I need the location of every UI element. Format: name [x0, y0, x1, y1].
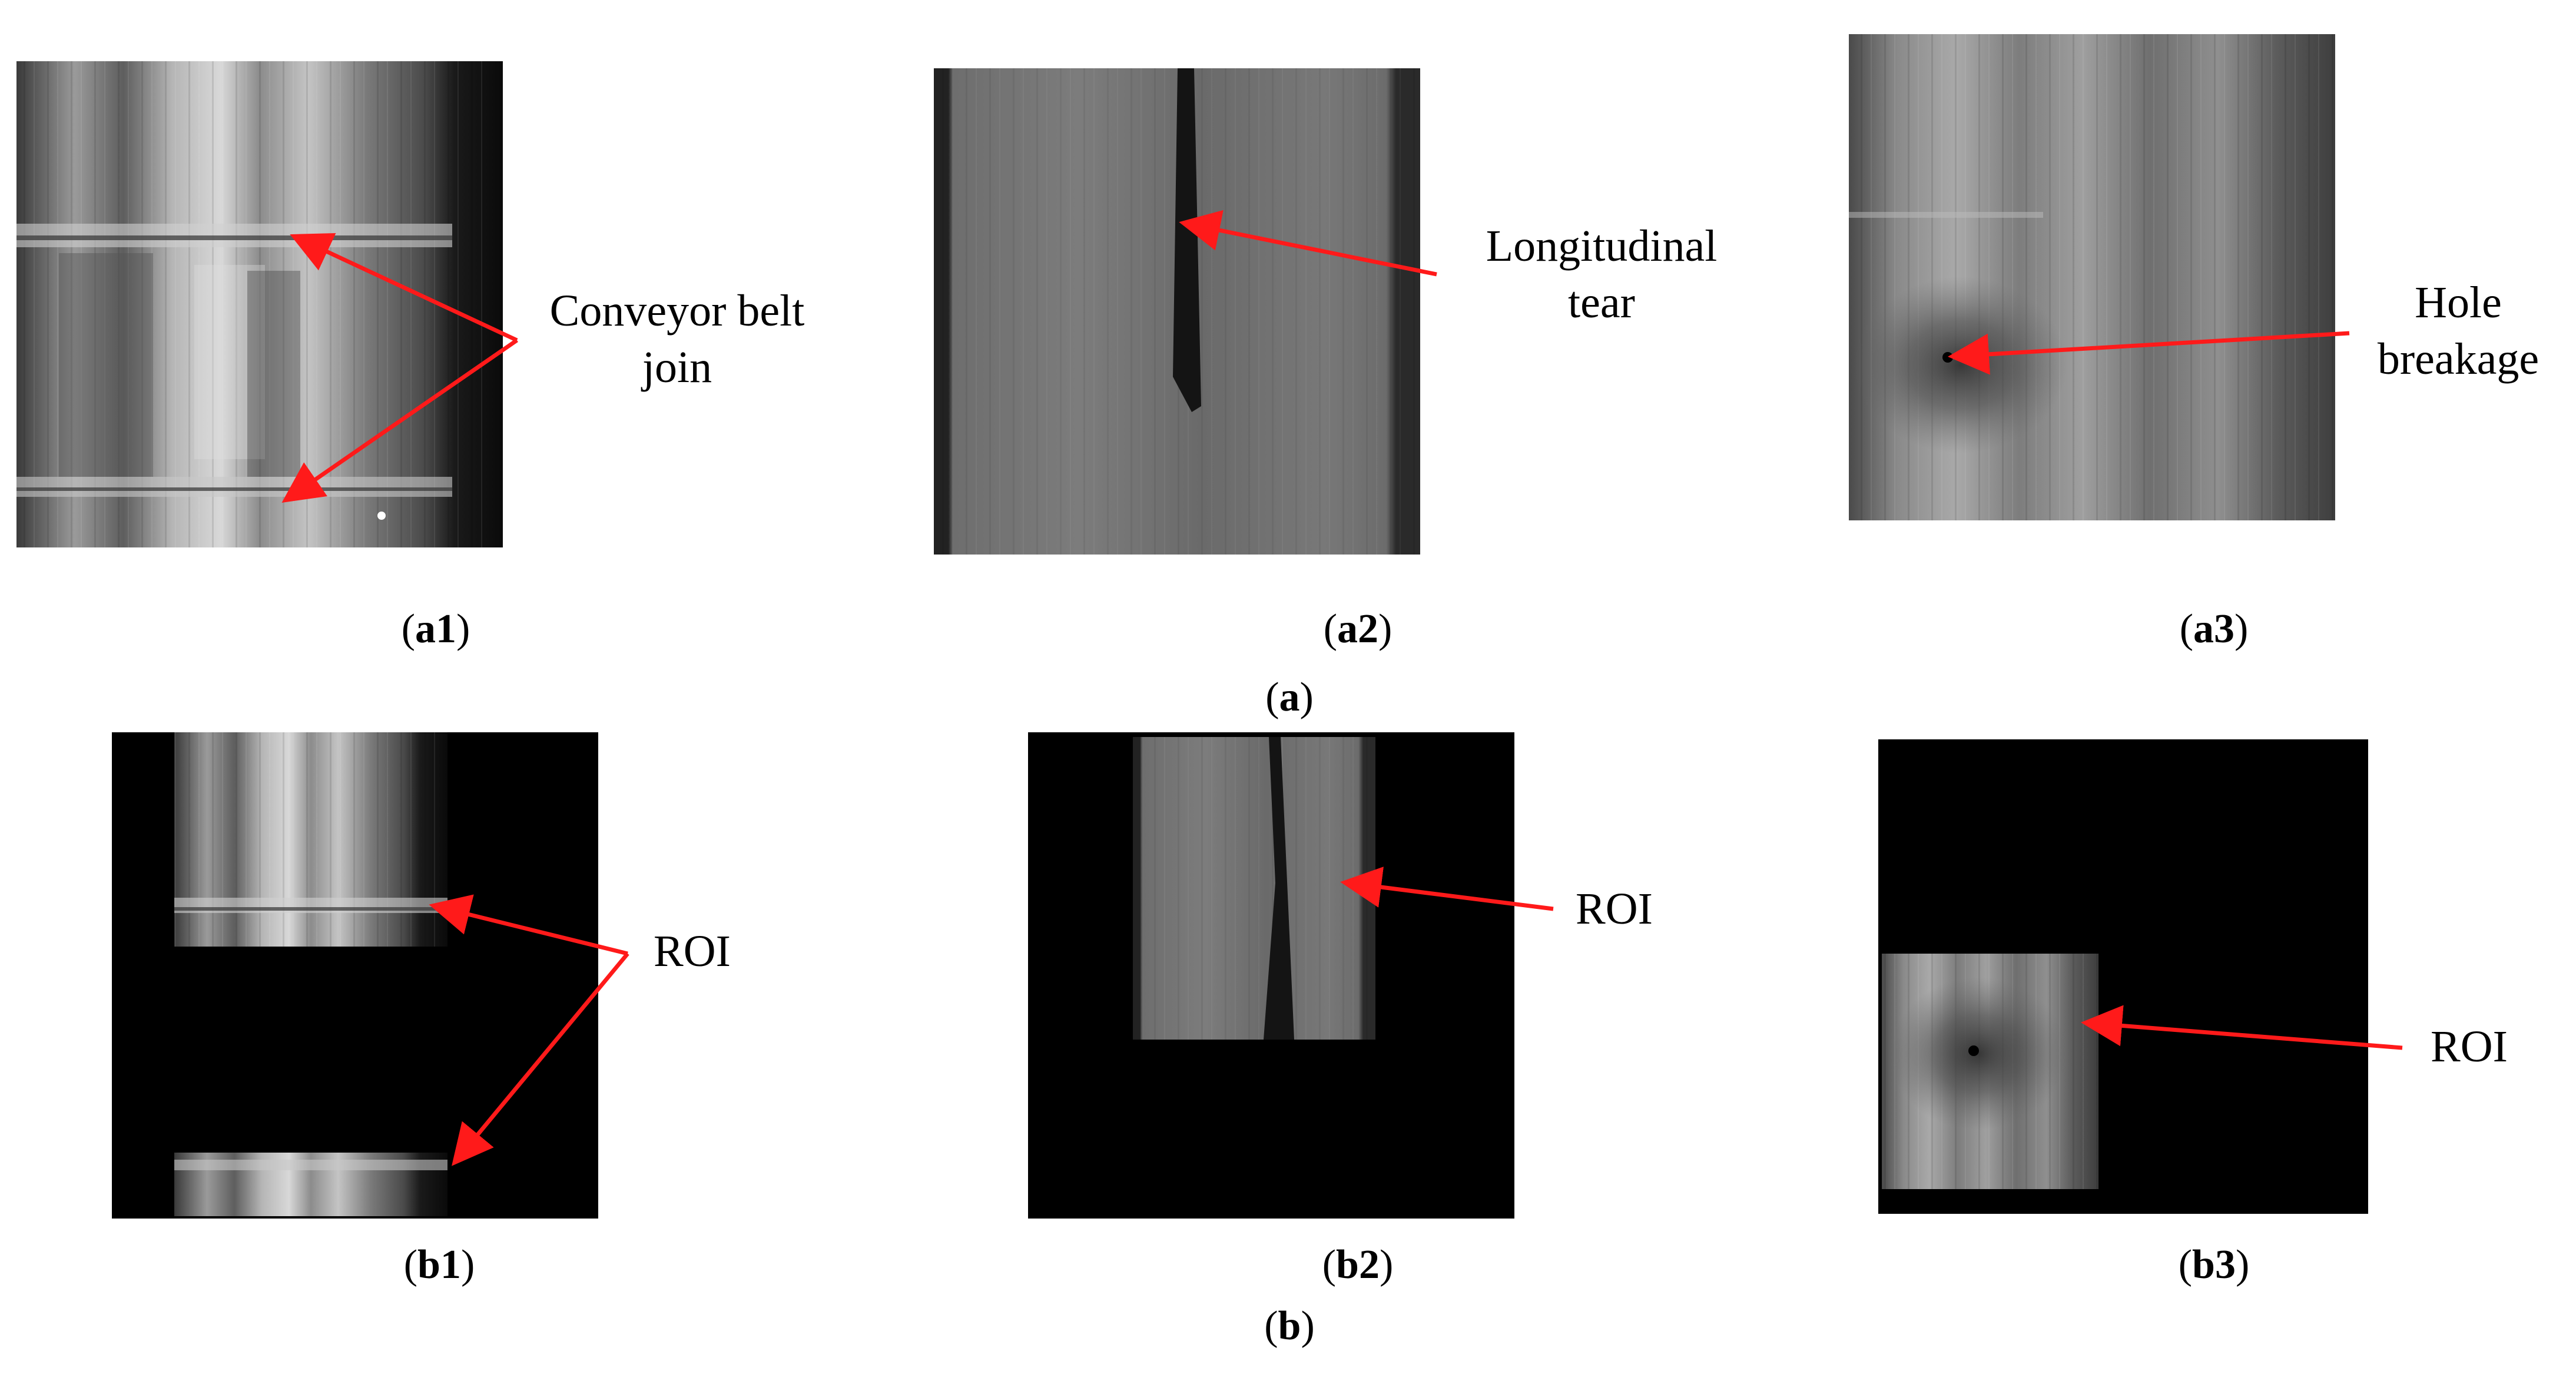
caption-a2: (a2)	[1323, 606, 1393, 652]
caption-b1: (b1)	[403, 1242, 475, 1287]
annotation-a2: Longitudinal tear	[1486, 221, 1718, 327]
photo-b3	[1878, 739, 2368, 1214]
annotation-b1: ROI	[654, 927, 731, 976]
annotation-b2: ROI	[1576, 884, 1653, 934]
photo-a3	[1849, 34, 2335, 520]
annotation-b3: ROI	[2431, 1022, 2508, 1071]
annotation-a3: Hole breakage	[2377, 278, 2539, 384]
caption-b3: (b3)	[2178, 1242, 2250, 1287]
caption-group-a: (a)	[1265, 675, 1314, 720]
caption-a3: (a3)	[2179, 606, 2249, 652]
photo-b2	[1028, 732, 1514, 1219]
photo-b1	[112, 732, 598, 1219]
caption-b2: (b2)	[1322, 1242, 1394, 1287]
photo-a1	[16, 61, 503, 547]
caption-a1: (a1)	[401, 606, 470, 652]
annotation-a1: Conveyor belt join	[549, 286, 805, 392]
caption-group-b: (b)	[1264, 1303, 1315, 1349]
photo-a2	[934, 68, 1420, 555]
